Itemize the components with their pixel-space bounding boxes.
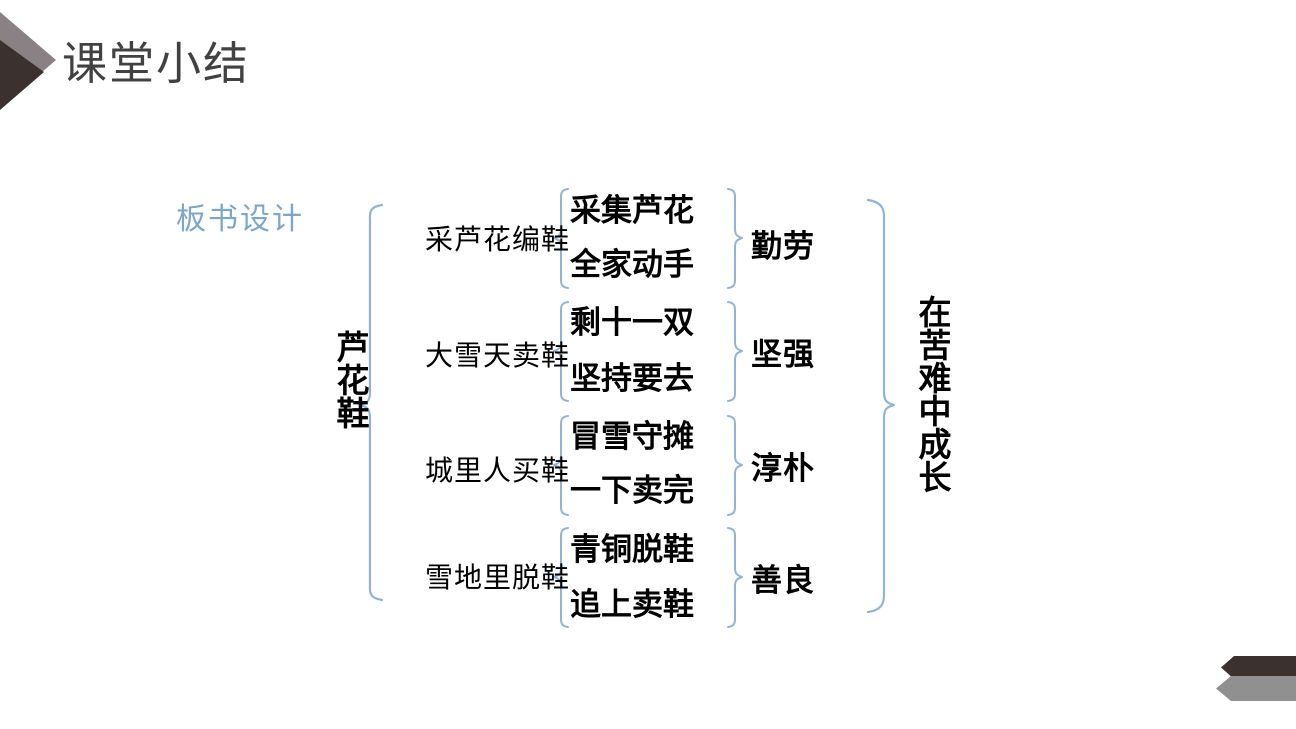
top-left-decoration — [0, 12, 56, 110]
branch-label-1: 大雪天卖鞋 — [424, 340, 570, 371]
brace-trait-3 — [727, 527, 743, 628]
branch-label-2: 城里人买鞋 — [424, 455, 570, 486]
branch-detail-1-1: 坚持要去 — [570, 361, 694, 396]
branch-trait-2: 淳朴 — [751, 451, 815, 486]
board-design-label: 板书设计 — [176, 203, 304, 236]
brace-trait-1 — [727, 301, 743, 402]
branch-label-0: 采芦花编鞋 — [424, 224, 570, 255]
bottom-right-decoration — [1216, 656, 1296, 701]
branch-detail-3-0: 青铜脱鞋 — [570, 532, 694, 567]
diagram-root-label: 芦花鞋 — [332, 330, 369, 429]
branch-trait-1: 坚强 — [751, 337, 815, 372]
double-arrow-right-icon-dark — [0, 40, 44, 110]
branch-detail-0-1: 全家动手 — [570, 247, 694, 282]
branch-detail-2-0: 冒雪守摊 — [570, 419, 694, 454]
diagram-conclusion-label: 在苦难中成长 — [914, 295, 951, 493]
branch-trait-3: 善良 — [751, 563, 815, 598]
double-chevron-left-icon-light — [1216, 676, 1296, 701]
branch-detail-3-1: 追上卖鞋 — [570, 587, 694, 622]
branch-trait-0: 勤劳 — [751, 229, 815, 264]
branch-detail-1-0: 剩十一双 — [570, 305, 694, 340]
branch-label-3: 雪地里脱鞋 — [424, 562, 570, 593]
double-chevron-left-icon-dark — [1221, 656, 1296, 679]
branch-detail-0-0: 采集芦花 — [570, 193, 694, 228]
brace-conclusion — [866, 198, 896, 614]
branch-detail-2-1: 一下卖完 — [570, 473, 694, 508]
brace-trait-0 — [727, 188, 743, 289]
page-title: 课堂小结 — [62, 38, 251, 89]
brace-trait-2 — [727, 415, 743, 516]
